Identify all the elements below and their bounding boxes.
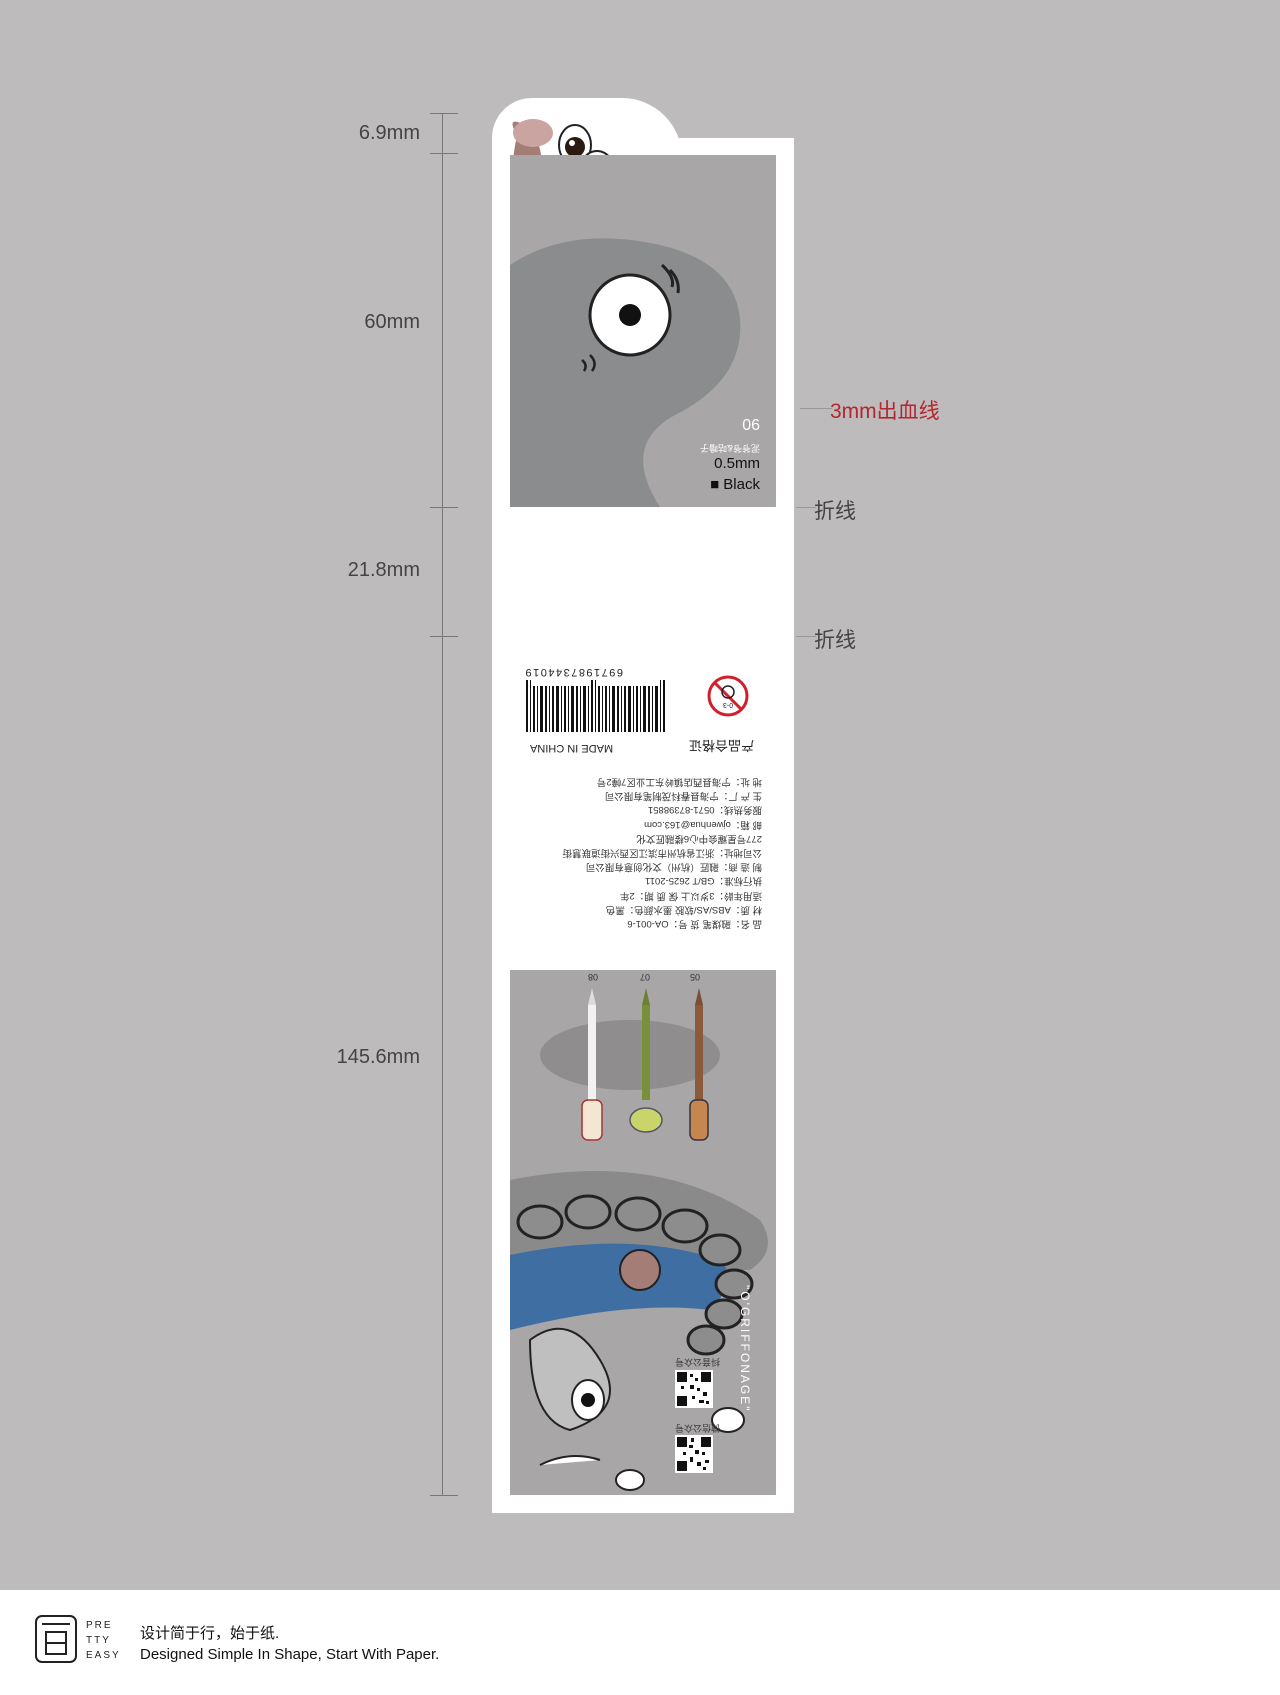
back-panel: 08 07 05 抖音公众 — [510, 970, 776, 1495]
pens-display-illustration — [540, 988, 720, 1141]
fold-label-2: 折线 — [814, 629, 856, 652]
dimension-label-back: 145.6mm — [336, 1046, 420, 1068]
spec-row: 执行标准：GB/T 2625-2011 — [645, 875, 762, 887]
made-in-china: MADE IN CHINA — [530, 742, 614, 754]
logo-text-1: PRE — [86, 1620, 113, 1631]
front-panel: 06 泥爷爷&咕噜子 0.5mm ■ Black — [510, 155, 776, 507]
bleed-label: 3mm出血线 — [830, 400, 940, 423]
tip-size: 0.5mm — [714, 455, 760, 472]
spec-row: 适用年龄：3岁以上 保 质 期：2年 — [620, 889, 762, 901]
ink-color: ■ Black — [710, 476, 760, 493]
product-info-block: 品 名：融煤笔 货 号：OA-001-6 材 质：ABS/AS/软胶 墨水颜色：… — [522, 650, 762, 930]
qr-code-wechat[interactable] — [675, 1435, 713, 1473]
age-mark-text: 0-3 — [723, 701, 733, 708]
dimension-tick — [430, 636, 458, 637]
spec-row: 277号星耀会中心6楼融匠文化 — [636, 832, 762, 844]
barcode-number: 6971987344019 — [524, 666, 624, 678]
barcode — [526, 680, 665, 732]
pen-label-05: 05 — [690, 972, 701, 982]
bleed-guide — [800, 408, 832, 409]
fold-guide-2 — [796, 636, 816, 637]
spec-row: 邮 箱：ojwenhua@163.com — [644, 818, 762, 830]
dimension-line — [442, 113, 443, 1496]
qr-label-wechat: 微信公众号 — [675, 1423, 721, 1433]
dimension-tick — [430, 153, 458, 154]
footer: PRE TTY EASY 设计简于行，始于纸. Designed Simple … — [0, 1590, 1280, 1695]
brand-vertical-text: "O'GRIFFONAGE" — [738, 1285, 752, 1413]
qr-label-douyin: 抖音公众号 — [675, 1357, 721, 1367]
dimension-label-front: 60mm — [364, 311, 420, 333]
spec-list: 品 名：融煤笔 货 号：OA-001-6 材 质：ABS/AS/软胶 墨水颜色：… — [522, 774, 762, 930]
slogan-english: Designed Simple In Shape, Start With Pap… — [140, 1646, 440, 1663]
logo-text-3: EASY — [86, 1650, 121, 1661]
age-warning-icon: 0-3 — [707, 675, 749, 717]
dimension-label-top: 6.9mm — [358, 122, 420, 144]
dimension-tick — [430, 1495, 458, 1496]
spec-row: 材 质：ABS/AS/软胶 墨水颜色：黑色 — [605, 903, 762, 915]
product-number: 06 — [742, 417, 760, 434]
grey-bird-illustration — [510, 238, 741, 507]
product-name: 泥爷爷&咕噜子 — [699, 443, 760, 453]
spec-row: 公司地址：浙江省杭州市滨江区西兴街道联慧街 — [562, 846, 762, 858]
fold-guide-1 — [796, 507, 816, 508]
pen-label-08: 08 — [588, 972, 599, 982]
spec-row: 品 名：融煤笔 货 号：OA-001-6 — [627, 918, 762, 929]
certificate-title: 产品合格证 — [688, 738, 754, 753]
dimension-label-spine: 21.8mm — [347, 559, 420, 581]
spec-row: 服务热线：0571-87398851 — [647, 804, 762, 816]
spec-row: 地 址：宁海县西店镇岭东工业区7幢2号 — [596, 775, 762, 787]
fold-label-1: 折线 — [814, 500, 856, 523]
pen-label-07: 07 — [640, 972, 651, 982]
well-scene-illustration — [510, 1171, 768, 1491]
spec-row: 生 产 厂：宁海县春科茂制笔有限公司 — [604, 790, 762, 802]
dimension-tick — [430, 113, 458, 114]
spec-row: 制 造 商：融匠（杭州）文化创意有限公司 — [585, 861, 762, 873]
qr-code-douyin[interactable] — [675, 1370, 713, 1408]
artboard: 6.9mm 60mm 21.8mm 145.6mm 3mm出血线 折线 折线 — [336, 98, 940, 1513]
logo-text-2: TTY — [86, 1635, 111, 1646]
slogan-chinese: 设计简于行，始于纸. — [140, 1625, 280, 1642]
pretty-easy-logo: PRE TTY EASY — [35, 1615, 121, 1663]
dimension-tick — [430, 507, 458, 508]
